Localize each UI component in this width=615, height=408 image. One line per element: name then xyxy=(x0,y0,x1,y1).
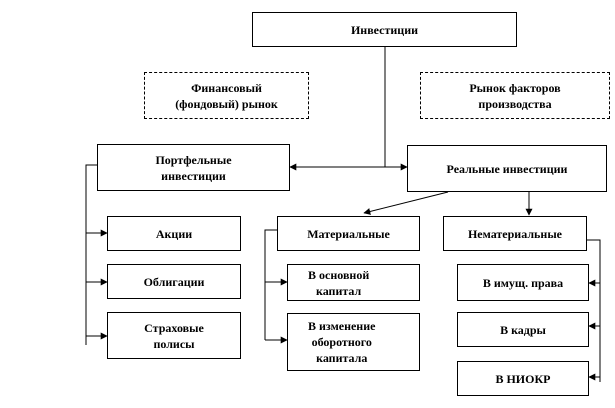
connector-intangible-bracket xyxy=(587,239,601,382)
node-real-investments: Реальные инвестиции xyxy=(407,145,607,192)
connector-material-bracket xyxy=(264,229,277,340)
node-factor-market: Рынок факторов производства xyxy=(420,72,610,119)
node-fixed-capital: В основной капитал xyxy=(287,264,420,301)
node-personnel: В кадры xyxy=(457,312,589,347)
node-portfolio-investments: Портфельные инвестиции xyxy=(97,144,290,191)
connector-real-material xyxy=(363,191,449,215)
node-insurance-policies: Страховые полисы xyxy=(107,312,241,359)
node-investments: Инвестиции xyxy=(252,12,517,47)
node-bonds: Облигации xyxy=(107,264,241,299)
connector-portfolio-bracket xyxy=(85,164,97,345)
node-material: Материальные xyxy=(277,216,420,251)
node-financial-market: Финансовый (фондовый) рынок xyxy=(144,72,309,119)
node-shares: Акции xyxy=(107,216,241,251)
node-property-rights: В имущ. права xyxy=(457,264,589,301)
node-rnd: В НИОКР xyxy=(457,361,589,396)
node-working-capital: В изменение оборотного капитала xyxy=(287,313,420,371)
node-intangible: Нематериальные xyxy=(443,216,587,251)
